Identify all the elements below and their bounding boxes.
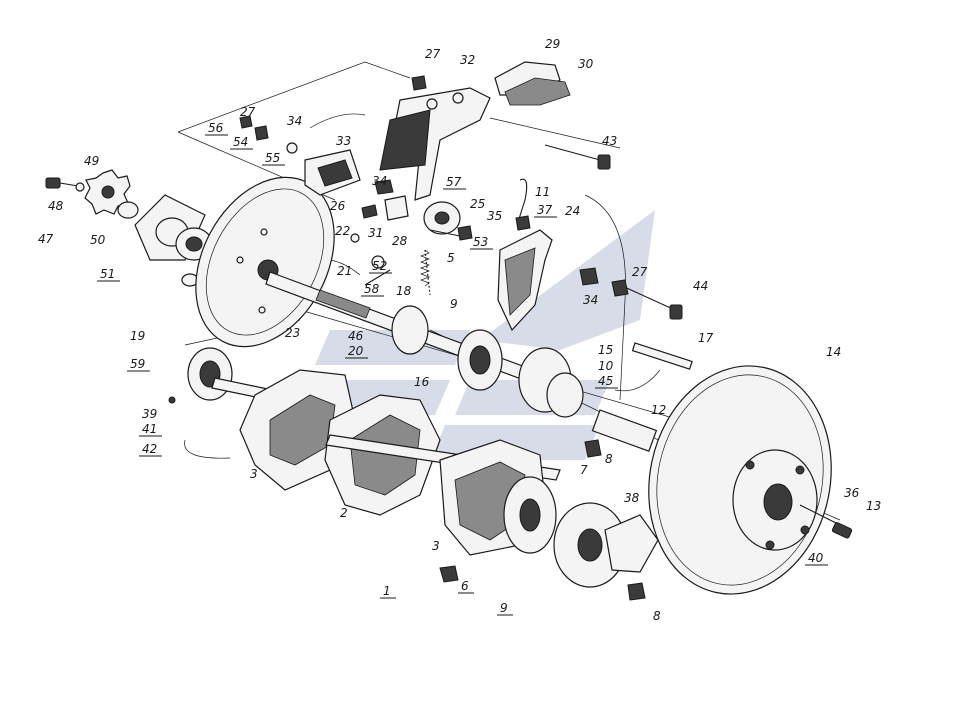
- part-label-l22: 22: [335, 224, 350, 238]
- part-label-l14: 14: [826, 345, 841, 359]
- part-label-l39: 39: [142, 407, 157, 421]
- nut-39: [168, 396, 176, 404]
- part-label-l16: 16: [414, 375, 430, 389]
- part-label-l29: 29: [545, 37, 560, 51]
- pads-29-30: [494, 61, 571, 106]
- bracket-24: [497, 229, 553, 332]
- part-label-l8b: 8: [653, 609, 661, 623]
- nut-27-top: [411, 75, 427, 91]
- part-label-l20: 20: [348, 344, 364, 358]
- part-label-l19: 19: [130, 329, 145, 343]
- part-label-l58: 58: [364, 282, 380, 296]
- part-label-l6: 6: [461, 579, 469, 593]
- rotor-stack: [239, 369, 561, 556]
- part-label-l9b: 9: [500, 601, 508, 615]
- part-label-l7: 7: [580, 463, 588, 477]
- part-label-l59: 59: [130, 357, 145, 371]
- part-label-l27a: 27: [425, 47, 441, 61]
- part-label-l13: 13: [866, 499, 881, 513]
- linkage-parts: [350, 178, 531, 296]
- part-label-l24: 24: [565, 204, 580, 218]
- part-label-l34b: 34: [372, 174, 387, 188]
- bolt-13: [831, 522, 853, 539]
- part-label-l12: 12: [651, 403, 666, 417]
- part-label-l9a: 9: [450, 297, 458, 311]
- part-label-l36: 36: [844, 486, 860, 500]
- part-label-l37: 37: [537, 203, 553, 217]
- part-label-l18: 18: [396, 284, 412, 298]
- part-label-l40: 40: [808, 551, 824, 565]
- part-label-l57: 57: [446, 175, 462, 189]
- nut-8-lower: [627, 582, 646, 601]
- part-label-l10: 10: [598, 359, 614, 373]
- bolt-48: [45, 177, 61, 189]
- part-label-l50: 50: [90, 233, 106, 247]
- part-label-l48: 48: [48, 199, 64, 213]
- part-label-l31: 31: [368, 226, 383, 240]
- part-label-l15: 15: [598, 343, 613, 357]
- part-label-l1: 1: [383, 584, 391, 598]
- part-label-l3a: 3: [250, 467, 258, 481]
- part-label-l26: 26: [330, 199, 346, 213]
- part-label-l45: 45: [598, 374, 613, 388]
- part-label-l51: 51: [100, 267, 115, 281]
- part-label-l33: 33: [336, 134, 351, 148]
- part-label-l32: 32: [460, 53, 475, 67]
- part-label-l42: 42: [142, 442, 157, 456]
- small-parts-top: [239, 115, 361, 196]
- part-label-l46: 46: [348, 329, 364, 343]
- part-label-l54: 54: [233, 135, 248, 149]
- bracket-32: [379, 75, 491, 201]
- bushing-50: [117, 201, 139, 219]
- part-label-l47: 47: [38, 232, 54, 246]
- part-label-l41: 41: [142, 422, 157, 436]
- bolts-upper-right: [544, 144, 683, 320]
- rod-17: [631, 342, 693, 370]
- part-label-l34c: 34: [583, 293, 598, 307]
- part-label-l28: 28: [392, 234, 408, 248]
- flange-38: [439, 439, 659, 601]
- main-shaft: [265, 271, 658, 452]
- part-label-l34a: 34: [287, 114, 302, 128]
- part-label-l23: 23: [285, 326, 300, 340]
- left-sprocket-assembly: [45, 169, 213, 287]
- nut-8-upper: [584, 439, 602, 458]
- part-label-l38: 38: [624, 491, 640, 505]
- part-label-l27c: 27: [632, 265, 648, 279]
- washer-49: [75, 182, 85, 192]
- part-label-l3b: 3: [432, 539, 440, 553]
- nut-6: [439, 565, 459, 583]
- part-label-l30: 30: [578, 57, 594, 71]
- part-label-l53: 53: [473, 235, 488, 249]
- part-label-l8a: 8: [605, 452, 613, 466]
- part-label-l21: 21: [337, 264, 352, 278]
- part-label-l11: 11: [535, 185, 550, 199]
- part-label-l55: 55: [265, 151, 280, 165]
- part-label-l27b: 27: [240, 105, 256, 119]
- part-label-l25: 25: [470, 197, 485, 211]
- part-label-l49: 49: [84, 154, 99, 168]
- part-label-l52: 52: [372, 259, 387, 273]
- part-label-l35: 35: [487, 209, 502, 223]
- part-label-l44: 44: [693, 279, 708, 293]
- part-label-l2: 2: [340, 506, 348, 520]
- sleeve-12: [591, 409, 658, 452]
- part-label-l5: 5: [447, 251, 455, 265]
- part-label-l56: 56: [208, 121, 224, 135]
- part-label-l17: 17: [698, 331, 714, 345]
- pulley-14: [648, 365, 853, 595]
- part-label-l43: 43: [602, 134, 617, 148]
